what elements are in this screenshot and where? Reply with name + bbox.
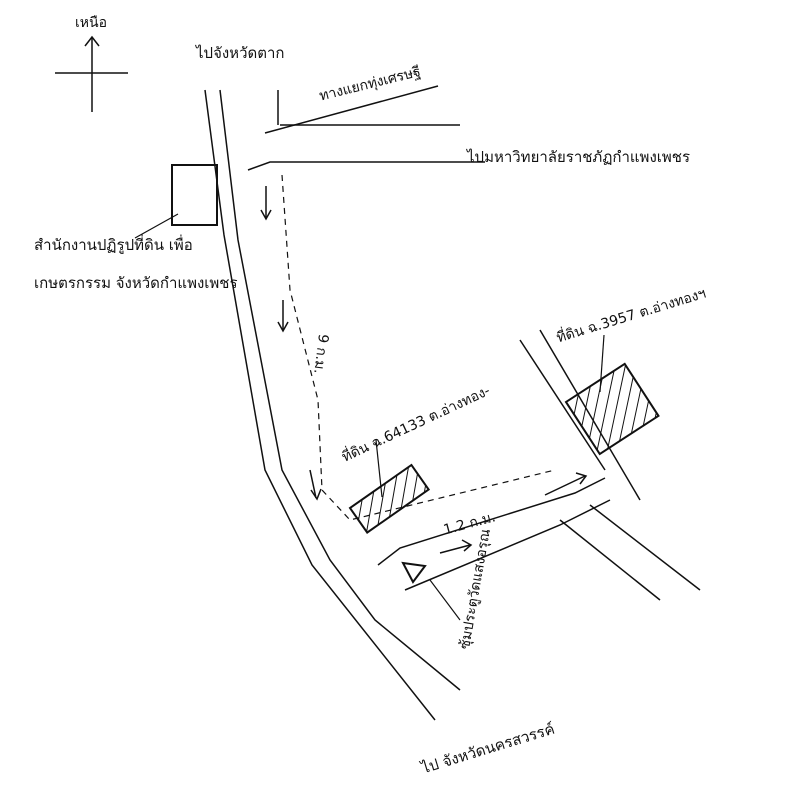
office-building [171,164,218,226]
destination-rajabhat: ไปมหาวิทยาลัยราชภัฏกำแพงเพชร [467,148,691,166]
parcel-a-area [564,362,660,456]
side-road [377,329,701,601]
bus-stop-marker [401,561,427,584]
compass [55,35,128,112]
direction-arrows [260,186,588,554]
north-label: เหนือ [75,15,107,31]
office-label-line1: สำนักงานปฏิรูปที่ดิน เพื่อ [34,236,193,254]
university-road [247,85,485,171]
office-label-line2: เกษตรกรรม จังหวัดกำแพงเพชร [34,274,238,292]
destination-tak: ไปจังหวัดตาก [196,44,285,62]
main-road [204,89,461,721]
parcel-b-area [348,463,431,534]
